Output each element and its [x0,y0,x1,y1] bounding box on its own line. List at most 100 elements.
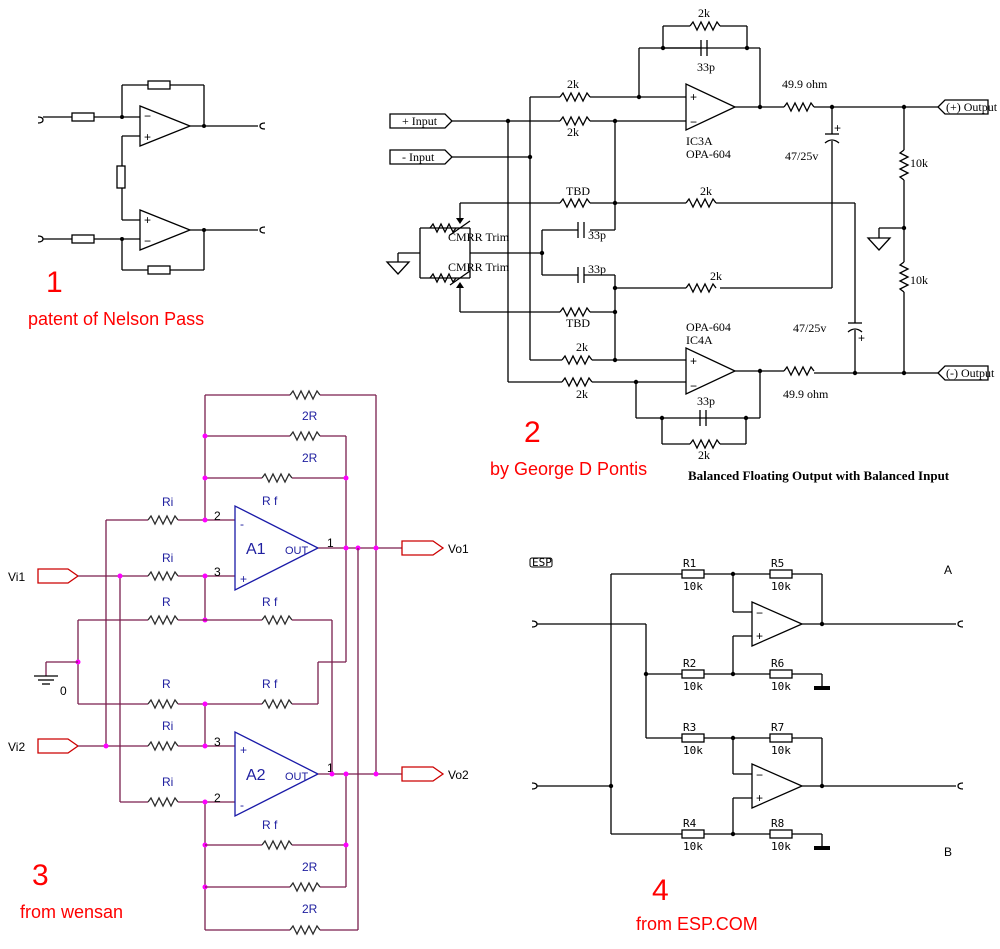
circuit-1: − + + − 1 [28,80,266,329]
resistor-2k-mid-bottom [685,282,717,294]
svg-text:3: 3 [214,565,221,579]
resistor-1-fb-bottom [147,265,171,275]
plus-input-tag [389,113,453,129]
svg-text:(+) Output: (+) Output [946,100,998,114]
svg-text:OUT: OUT [285,771,309,783]
opamp-4-bottom [751,763,804,809]
opamp-1-bottom [139,209,192,251]
svg-text:Ri: Ri [162,495,173,509]
resistor-2k-mid-top [685,197,717,209]
svg-text:R7: R7 [771,721,784,734]
resistor-r8 [769,829,793,839]
circuit-2-title: Balanced Floating Output with Balanced I… [688,468,950,483]
input-terminal-1a [37,116,44,124]
resistor-2k-a [559,91,591,103]
svg-text:-: - [240,517,244,531]
svg-text:10k: 10k [771,580,791,593]
esp-logo [529,557,553,568]
svg-text:R3: R3 [683,721,696,734]
circuit-2-number: 2 [524,416,541,449]
svg-text:CMRR Trim: CMRR Trim [448,260,510,274]
svg-text:R f: R f [262,818,278,832]
resistor-2k-b [559,115,591,127]
resistor-ri-4 [147,796,179,808]
svg-text:+: + [144,130,151,144]
svg-text:CMRR Trim: CMRR Trim [448,230,510,244]
svg-text:-: - [240,798,244,812]
resistor-r4 [681,829,705,839]
svg-text:OPA-604: OPA-604 [686,320,731,334]
svg-text:10k: 10k [683,580,703,593]
svg-text:+: + [858,331,865,345]
svg-text:10k: 10k [771,840,791,853]
svg-text:−: − [756,606,763,620]
svg-text:2R: 2R [302,860,318,874]
circuit-3-number: 3 [32,859,49,892]
svg-text:+: + [240,572,247,586]
svg-text:Vo2: Vo2 [448,768,469,782]
svg-text:2k: 2k [567,77,579,91]
vi1-tag [37,568,80,584]
svg-text:+: + [690,90,697,104]
circuit-1-number: 1 [46,266,63,299]
cmrr-trim-top [429,222,457,234]
resistor-1-link [116,165,126,189]
opamp-ic3a [685,82,737,132]
svg-text:33p: 33p [697,60,715,74]
svg-text:ESP: ESP [532,556,552,569]
svg-text:2k: 2k [698,448,710,462]
svg-text:TBD: TBD [566,184,590,198]
svg-text:R4: R4 [683,817,697,830]
vo2-tag [401,766,445,782]
svg-text:Ri: Ri [162,719,173,733]
circuit-2: + Input - Input + − 2k 2k 2k [385,6,998,483]
svg-text:2k: 2k [567,125,579,139]
resistor-r2 [681,669,705,679]
minus-output-tag [937,365,989,381]
svg-text:R f: R f [262,677,278,691]
svg-text:2k: 2k [698,6,710,20]
svg-text:2k: 2k [576,340,588,354]
svg-text:R f: R f [262,595,278,609]
ground-symbol-2-right [866,237,892,251]
svg-text:+: + [834,121,841,135]
ground-symbol-2-left [385,261,411,275]
resistor-2k-c [561,354,593,366]
svg-text:2k: 2k [576,387,588,401]
plus-output-tag [937,99,989,115]
svg-text:+ Input: + Input [402,114,438,128]
svg-text:−: − [144,109,151,123]
svg-text:+: + [144,213,151,227]
vi2-tag [37,738,80,754]
svg-text:+: + [756,629,763,643]
svg-text:IC4A: IC4A [686,333,713,347]
svg-text:R f: R f [262,494,278,508]
svg-text:2: 2 [214,791,221,805]
resistor-1a [71,112,95,122]
svg-text:2R: 2R [302,409,318,423]
svg-text:R: R [162,595,171,609]
opamp-a1 [234,504,320,592]
svg-text:R1: R1 [683,557,696,570]
svg-text:2: 2 [214,509,221,523]
resistor-r7 [769,733,793,743]
svg-text:R8: R8 [771,817,784,830]
output-label-a: A [944,563,952,577]
svg-text:1: 1 [327,761,334,775]
resistor-tbd-bottom [559,306,591,318]
svg-text:R: R [162,677,171,691]
svg-text:2k: 2k [700,184,712,198]
opamp-a2 [234,730,320,818]
svg-text:Ri: Ri [162,551,173,565]
svg-text:33p: 33p [697,394,715,408]
output-label-b: B [944,845,952,859]
svg-text:49.9 ohm: 49.9 ohm [783,387,829,401]
resistor-10k-bottom [898,261,910,293]
svg-text:49.9 ohm: 49.9 ohm [782,77,828,91]
resistor-1b [71,234,95,244]
resistor-tbd-top [559,197,591,209]
svg-text:2R: 2R [302,902,318,916]
svg-text:+: + [690,354,697,368]
svg-text:- Input: - Input [402,150,435,164]
